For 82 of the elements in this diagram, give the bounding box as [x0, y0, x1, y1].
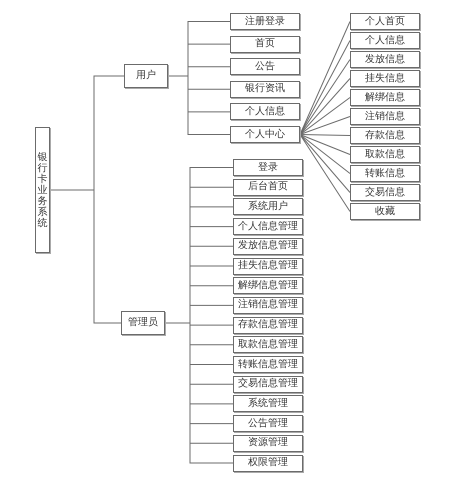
- module-box: [233, 434, 303, 452]
- module-label: 登录: [258, 162, 278, 172]
- module-box: [230, 13, 300, 30]
- module-label: 个人信息管理: [238, 222, 298, 232]
- module-box: [230, 126, 300, 143]
- connector-line: [168, 76, 230, 135]
- module-label: 用户: [136, 71, 156, 81]
- connector-line: [300, 134, 350, 174]
- module-label: 解绑信息: [365, 92, 405, 102]
- connector-line: [300, 134, 350, 212]
- module-box: [350, 51, 420, 68]
- module-box: [233, 376, 303, 393]
- module-box: [350, 13, 420, 30]
- module-label: 权限管理: [248, 458, 288, 468]
- module-label: 解绑信息管理: [238, 280, 298, 291]
- connector-line: [50, 190, 122, 324]
- module-box: [233, 336, 303, 354]
- module-label: 个人信息: [365, 36, 405, 46]
- module-box: [233, 316, 303, 334]
- module-box: [233, 415, 303, 432]
- module-box: [350, 32, 420, 49]
- module-label: 存款信息: [365, 130, 405, 140]
- module-label: 管理员: [128, 318, 158, 328]
- module-box: [230, 103, 300, 120]
- module-label: 注销信息管理: [238, 300, 298, 310]
- module-label: 注销信息: [365, 112, 405, 122]
- module-box: [233, 454, 303, 472]
- module-label: 挂失信息: [365, 74, 405, 84]
- connector-line: [300, 134, 350, 193]
- module-box: [350, 184, 420, 201]
- module-box: [233, 356, 303, 373]
- module-label: 交易信息管理: [238, 379, 298, 390]
- module-box: [233, 178, 303, 196]
- connector-line: [300, 116, 350, 135]
- module-label: 系统管理: [248, 398, 288, 409]
- module-box: [350, 146, 420, 163]
- module-label: 挂失信息管理: [238, 261, 298, 271]
- module-label: 存款信息管理: [238, 320, 298, 330]
- module-box: [124, 64, 168, 88]
- module-box: [350, 70, 420, 87]
- module-label: 银行资讯: [245, 84, 285, 94]
- module-label: 发放信息: [365, 54, 405, 64]
- module-box: [350, 165, 420, 182]
- connector-line: [300, 78, 350, 135]
- connector-line: [300, 134, 350, 136]
- module-box: [350, 203, 420, 220]
- module-label: 转账信息: [365, 168, 405, 178]
- module-box: [230, 80, 300, 98]
- module-label: 首页: [255, 39, 275, 50]
- module-label: 公告: [255, 62, 275, 72]
- module-label: 后台首页: [248, 182, 288, 192]
- connector-line: [300, 97, 350, 135]
- module-label: 个人中心: [245, 130, 285, 140]
- module-box: [350, 108, 420, 125]
- module-label: 银行卡业务系统: [38, 152, 48, 228]
- module-box: [350, 127, 420, 144]
- module-label: 公告管理: [248, 418, 288, 429]
- connector-line: [300, 134, 350, 155]
- module-label: 取款信息管理: [238, 340, 298, 350]
- module-box: [233, 395, 303, 412]
- module-box: [350, 89, 420, 106]
- module-box: [233, 218, 303, 236]
- module-box: [230, 58, 300, 76]
- module-label: 发放信息管理: [238, 241, 298, 252]
- module-label: 交易信息: [365, 188, 405, 198]
- module-label: 个人信息: [245, 106, 285, 117]
- module-label: 转账信息管理: [238, 360, 298, 370]
- module-label: 系统用户: [248, 202, 288, 212]
- module-box: [230, 36, 300, 53]
- module-box: [233, 238, 303, 255]
- module-label: 资源管理: [248, 438, 288, 448]
- module-box: [121, 311, 165, 335]
- module-label: 收藏: [375, 206, 395, 216]
- module-box: [233, 258, 303, 274]
- root-box: [35, 127, 50, 253]
- module-label: 个人首页: [365, 16, 405, 26]
- module-box: [233, 277, 303, 294]
- module-label: 注册登录: [245, 16, 285, 26]
- module-label: 取款信息: [365, 150, 405, 160]
- module-box: [233, 296, 303, 314]
- module-box: [233, 198, 303, 216]
- module-box: [233, 159, 303, 176]
